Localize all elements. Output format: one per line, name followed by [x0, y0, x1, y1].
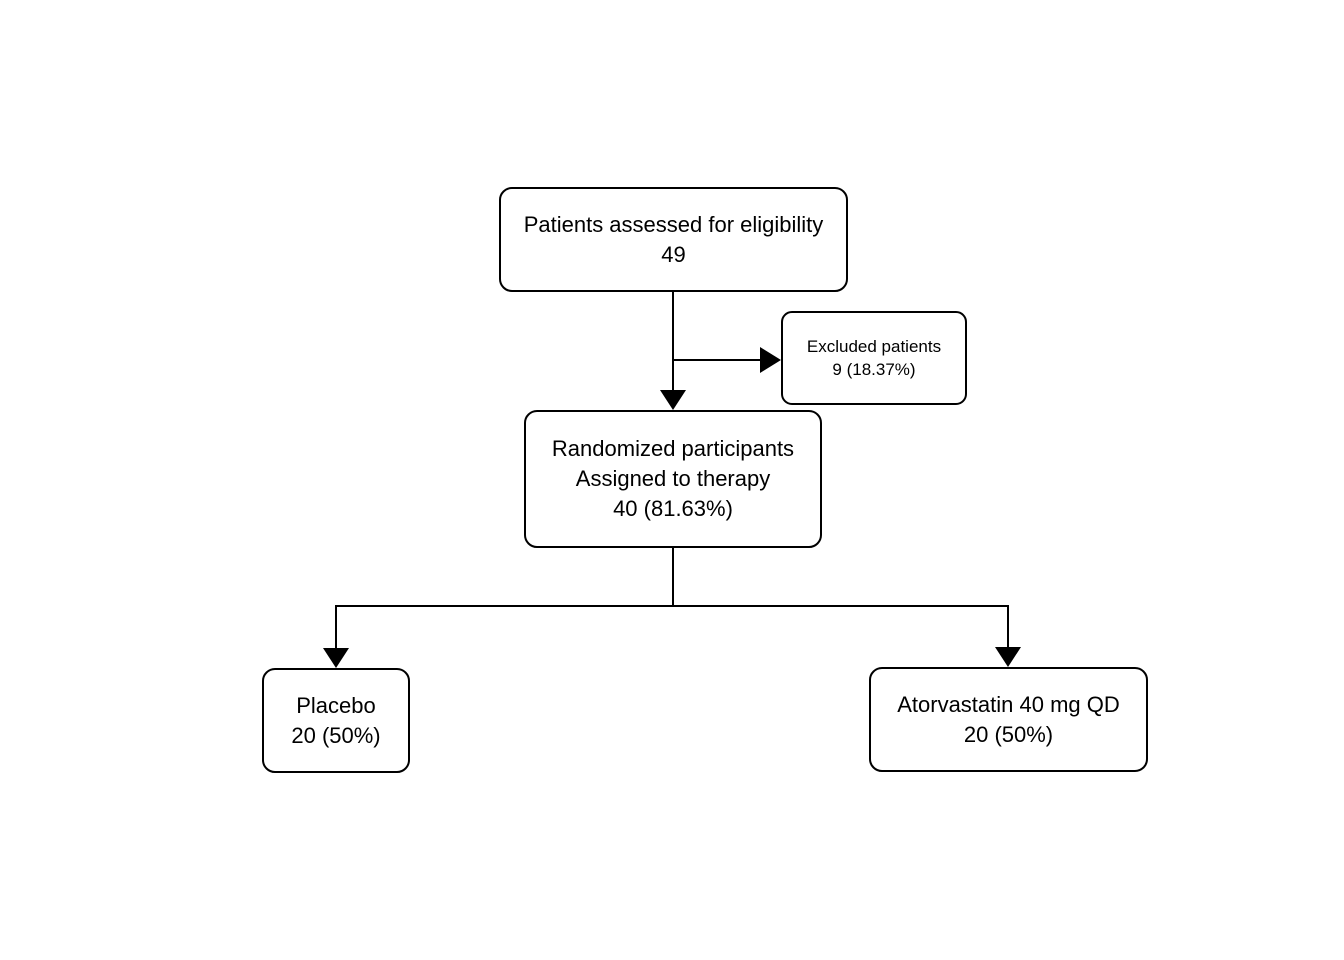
- node-label: Patients assessed for eligibility: [523, 211, 824, 237]
- node-randomized-participants: Randomized participants Assigned to ther…: [524, 410, 822, 548]
- node-count: 49: [661, 241, 686, 267]
- node-atorvastatin: Atorvastatin 40 mg QD 20 (50%): [869, 667, 1148, 772]
- arrowhead-right-excluded: [760, 347, 781, 373]
- arrowhead-down-placebo: [323, 648, 349, 668]
- node-count: 9 (18.37%): [832, 360, 916, 379]
- node-patients-assessed: Patients assessed for eligibility 49: [499, 187, 848, 292]
- node-count: 20 (50%): [963, 721, 1054, 747]
- node-count: 20 (50%): [291, 722, 381, 748]
- node-label: Placebo: [296, 692, 376, 718]
- node-count: 40 (81.63%): [613, 496, 733, 521]
- node-label: Atorvastatin 40 mg QD: [897, 691, 1120, 717]
- node-sublabel: Assigned to therapy: [575, 466, 771, 491]
- arrowhead-down-randomized: [660, 390, 686, 410]
- node-label: Randomized participants: [551, 436, 795, 461]
- node-label: Excluded patients: [806, 337, 942, 356]
- arrowhead-down-atorvastatin: [995, 647, 1021, 667]
- node-excluded-patients: Excluded patients 9 (18.37%): [781, 311, 967, 405]
- node-placebo: Placebo 20 (50%): [262, 668, 410, 773]
